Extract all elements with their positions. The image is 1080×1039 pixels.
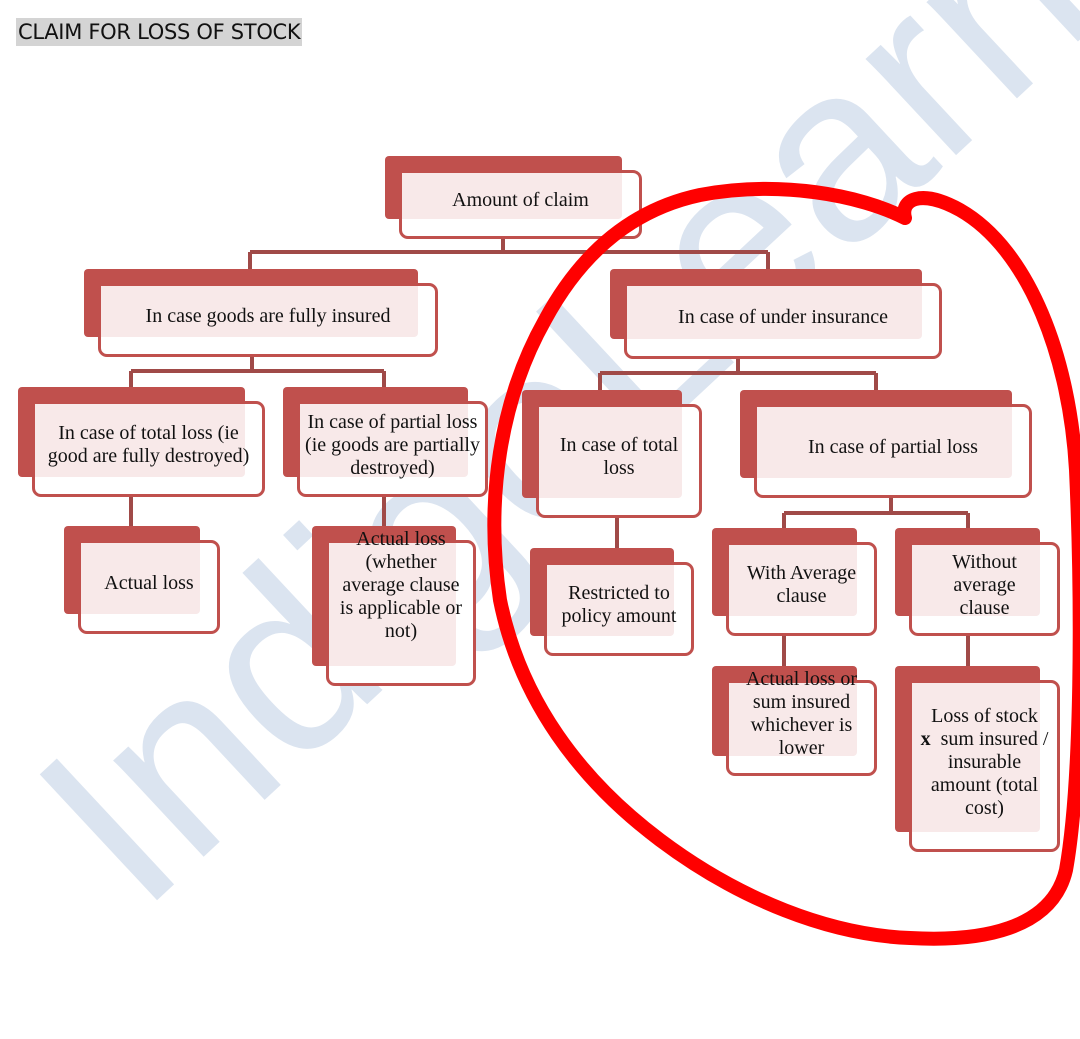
page-title: CLAIM FOR LOSS OF STOCK — [16, 18, 303, 46]
node-label: Without average clause — [952, 550, 1017, 619]
node-with-average-result: Actual loss or sum insured whichever is … — [712, 666, 877, 776]
node-label: Amount of claim — [452, 189, 589, 211]
node-label: In case of under insurance — [678, 305, 888, 328]
node-label: Actual loss or sum insured whichever is … — [745, 668, 858, 759]
node-under-insurance: In case of under insurance — [610, 269, 942, 359]
node-label: In case of partial loss — [808, 435, 978, 458]
node-fi-total-result: Actual loss — [64, 526, 220, 634]
node-label: Restricted to policy amount — [561, 582, 677, 627]
connector-root — [248, 239, 770, 270]
formula-part: sum insured / insurable amount (total co… — [930, 727, 1049, 819]
node-ui-partial-loss: In case of partial loss — [740, 390, 1032, 498]
node-label: In case of total loss — [559, 434, 679, 479]
node-fi-partial-loss: In case of partial loss (ie goods are pa… — [283, 387, 488, 497]
node-label: In case goods are fully insured — [145, 304, 391, 327]
node-label: Actual loss — [104, 571, 194, 594]
node-ui-total-loss: In case of total loss — [522, 390, 702, 518]
node-ui-total-result: Restricted to policy amount — [530, 548, 694, 656]
node-label: Actual loss (whether average clause is a… — [339, 528, 463, 642]
connector-under-insurance — [598, 359, 878, 391]
node-fi-total-loss: In case of total loss (ie good are fully… — [18, 387, 265, 497]
node-label: With Average clause — [746, 562, 857, 607]
connector-ui-partial — [782, 498, 970, 529]
node-label: Loss of stock x sum insured / insurable … — [909, 680, 1060, 844]
connector-fully-insured — [129, 357, 386, 388]
multiply-sign: x — [920, 727, 931, 750]
formula-part: Loss of stock — [931, 704, 1038, 727]
node-with-average-clause: With Average clause — [712, 528, 877, 636]
node-fully-insured: In case goods are fully insured — [84, 269, 438, 357]
node-amount-of-claim: Amount of claim — [385, 156, 642, 239]
node-label: In case of total loss (ie good are fully… — [47, 422, 250, 467]
node-without-average-clause: Without average clause — [895, 528, 1060, 636]
node-without-average-result: Loss of stock x sum insured / insurable … — [895, 666, 1060, 852]
node-label: In case of partial loss (ie goods are pa… — [305, 410, 480, 479]
node-fi-partial-result: Actual loss (whether average clause is a… — [312, 526, 476, 686]
formula-part: x sum insured / insurable amount (total … — [919, 728, 1050, 820]
